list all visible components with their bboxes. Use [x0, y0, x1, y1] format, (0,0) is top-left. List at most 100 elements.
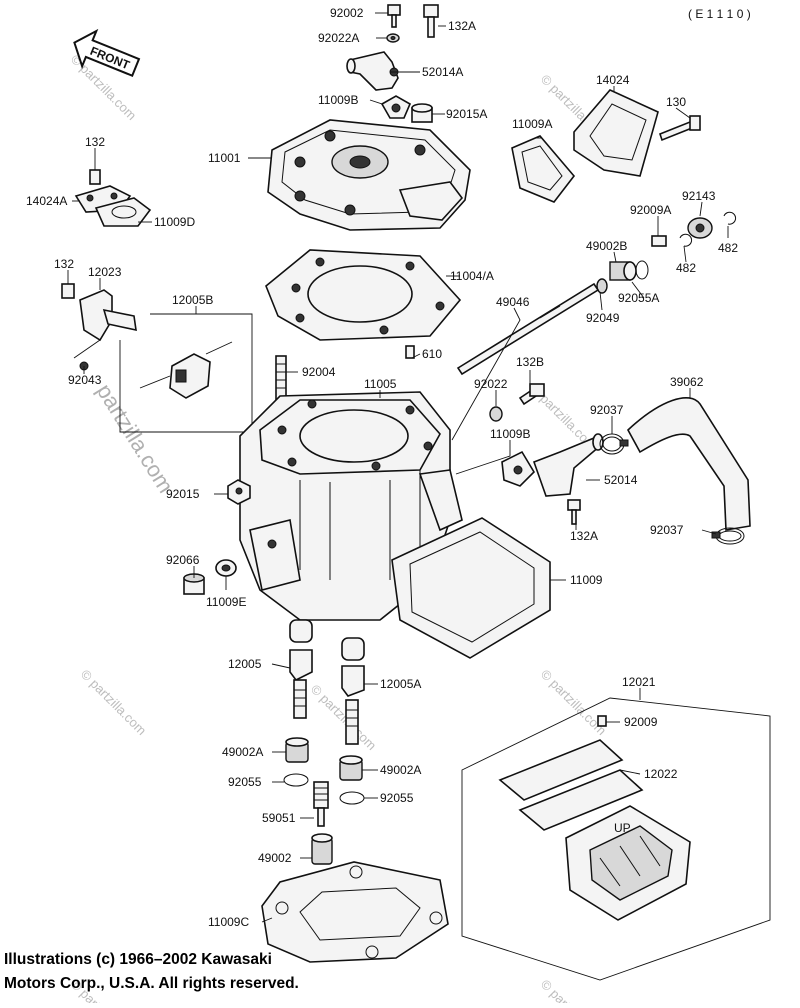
label-132B: 132B [516, 355, 544, 369]
washer-92022 [489, 406, 503, 422]
diagram-code: ( E 1 1 1 0 ) [688, 7, 751, 21]
label-92022A: 92022A [318, 31, 359, 45]
label-14024: 14024 [596, 73, 630, 87]
copyright-line-2: Motors Corp., U.S.A. All rights reserved… [4, 975, 299, 992]
label-92043: 92043 [68, 373, 102, 387]
watermark: © partzilla.com [308, 682, 380, 754]
label-92143: 92143 [682, 189, 716, 203]
base-gasket-11009C [261, 861, 449, 963]
bolt-132B [518, 383, 545, 406]
label-132-left: 132 [85, 135, 105, 149]
label-39062: 39062 [670, 375, 704, 389]
label-92002: 92002 [330, 6, 364, 20]
clip-482-b [679, 233, 693, 247]
cap-92143 [687, 217, 713, 239]
label-49002A-left: 49002A [222, 745, 263, 759]
label-49002: 49002 [258, 851, 292, 865]
bolt-92002 [387, 4, 401, 28]
washer-92049 [596, 278, 608, 294]
clamp-92037-a [599, 433, 629, 455]
copyright-line-1: Illustrations (c) 1966–2002 Kawasaki [4, 951, 272, 968]
label-11001: 11001 [208, 151, 241, 165]
label-92009: 92009 [624, 715, 658, 729]
label-11005: 11005 [364, 377, 397, 391]
gasket-11009B-top [380, 95, 412, 119]
front-arrow-icon: FRONT [73, 28, 141, 78]
cylinder-head-11001 [267, 119, 471, 231]
label-130: 130 [666, 95, 686, 109]
bolt-132-mid [61, 283, 75, 299]
label-11009: 11009 [570, 573, 603, 587]
label-52014A: 52014A [422, 65, 463, 79]
label-12022: 12022 [644, 767, 678, 781]
gear-59051 [313, 781, 329, 827]
part-labels: 92002 132A 92022A 52014A 11009B 92015A 1… [26, 6, 738, 929]
label-12023: 12023 [88, 265, 122, 279]
label-92037-a: 92037 [590, 403, 624, 417]
label-482-b: 482 [676, 261, 696, 275]
label-92004: 92004 [302, 365, 336, 379]
label-11009B-top: 11009B [318, 93, 358, 107]
seal-49002A-left [285, 737, 309, 763]
watermark: © partzilla.com [538, 977, 610, 1003]
label-11009D: 11009D [154, 215, 195, 229]
label-92055A: 92055A [618, 291, 659, 305]
label-14024A: 14024A [26, 194, 67, 208]
bolt-132-left [89, 169, 101, 185]
nut-92015 [227, 479, 251, 505]
o-ring-92055-right [339, 791, 365, 805]
bolt-132A-mid [567, 499, 581, 525]
bracket-12023 [73, 289, 137, 359]
seal-49002 [311, 833, 333, 865]
exhaust-valve-12005A [341, 637, 365, 745]
washer-92022A [386, 33, 400, 43]
reed-up-mark: UP [614, 821, 631, 835]
bolt-132A-top [423, 4, 439, 38]
label-482-a: 482 [718, 241, 738, 255]
o-ring-92055-left [283, 773, 309, 787]
screw-92009 [597, 715, 607, 727]
label-92055-right: 92055 [380, 791, 414, 805]
hose-39062 [627, 396, 751, 531]
label-49002A-right: 49002A [380, 763, 421, 777]
label-12021: 12021 [622, 675, 656, 689]
gasket-11009 [391, 517, 551, 659]
reed-valve-box-12021: UP [461, 697, 771, 981]
label-52014: 52014 [604, 473, 638, 487]
label-11009E: 11009E [206, 595, 246, 609]
label-92055-left: 92055 [228, 775, 262, 789]
water-inlet-fitting-52014 [532, 433, 604, 497]
label-92066: 92066 [166, 553, 200, 567]
label-11009B-mid: 11009B [490, 427, 530, 441]
label-11009C: 11009C [208, 915, 249, 929]
label-132-mid: 132 [54, 257, 74, 271]
label-12005A: 12005A [380, 677, 421, 691]
head-gasket-11004A [265, 249, 462, 341]
label-11004A: 11004/A [450, 269, 494, 283]
label-610: 610 [422, 347, 442, 361]
leader-lines [67, 12, 729, 923]
exhaust-valve-12005 [289, 619, 313, 719]
label-92015A: 92015A [446, 107, 487, 121]
label-49002B: 49002B [586, 239, 627, 253]
o-ring-92055A [635, 260, 649, 280]
label-12005: 12005 [228, 657, 262, 671]
label-132A-top: 132A [448, 19, 476, 33]
label-12005B: 12005B [172, 293, 213, 307]
bolt-130 [659, 115, 701, 142]
label-92022: 92022 [474, 377, 508, 391]
dowel-610 [405, 345, 415, 359]
label-92015: 92015 [166, 487, 200, 501]
clip-482-a [723, 211, 737, 225]
label-132A-mid: 132A [570, 529, 598, 543]
gasket-11009A [511, 135, 576, 203]
exhaust-valve-12005B-box [119, 313, 253, 433]
cover-14024 [573, 89, 659, 177]
washer-11009E [215, 559, 237, 577]
nut-92015A [411, 103, 433, 123]
seal-49002B [609, 261, 637, 281]
label-49046: 49046 [496, 295, 530, 309]
gasket-11009D [94, 197, 152, 227]
plug-92009A [651, 235, 667, 247]
